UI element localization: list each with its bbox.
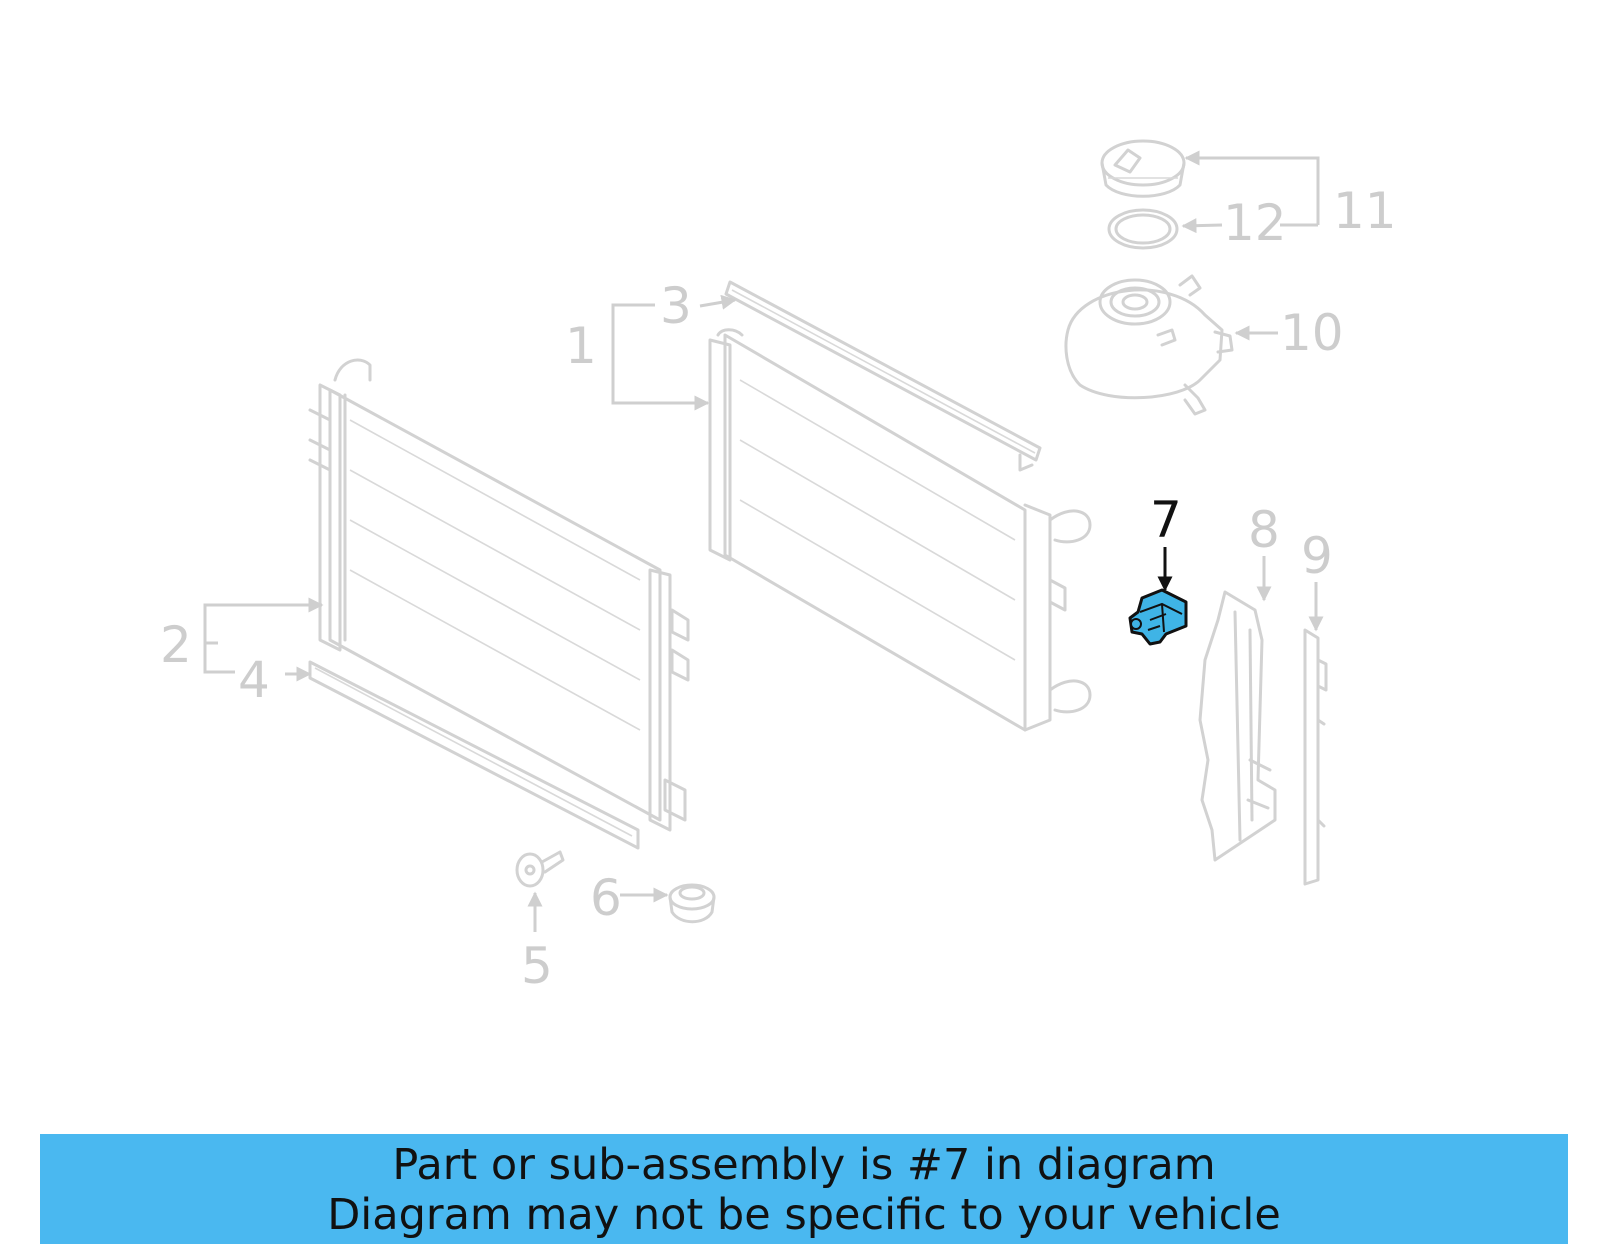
callout-9: 9 bbox=[1301, 527, 1333, 585]
callout-10: 10 bbox=[1280, 304, 1344, 362]
info-banner: Part or sub-assembly is #7 in diagram Di… bbox=[40, 1134, 1568, 1244]
leader-lines bbox=[203, 150, 1324, 932]
callout-12: 12 bbox=[1223, 194, 1287, 252]
seal-strip-part-3 bbox=[724, 280, 1042, 472]
callout-7: 7 bbox=[1150, 491, 1182, 549]
expansion-tank-part-10 bbox=[1064, 274, 1234, 416]
callout-3: 3 bbox=[660, 277, 692, 335]
callout-2: 2 bbox=[160, 616, 192, 674]
callout-11: 11 bbox=[1333, 182, 1397, 240]
grommet-part-6 bbox=[668, 883, 716, 924]
banner-line-2: Diagram may not be specific to your vehi… bbox=[327, 1190, 1281, 1240]
o-ring-part-12 bbox=[1107, 208, 1179, 250]
callout-4: 4 bbox=[238, 651, 270, 709]
callout-8: 8 bbox=[1248, 501, 1280, 559]
air-duct-part-8 bbox=[1198, 590, 1277, 862]
callout-1: 1 bbox=[565, 317, 597, 375]
side-panel-part-9 bbox=[1303, 628, 1328, 886]
radiator-part-2 bbox=[308, 358, 690, 832]
callout-6: 6 bbox=[590, 869, 622, 927]
highlighted-part-7 bbox=[1128, 588, 1188, 646]
seal-strip-part-4 bbox=[308, 660, 640, 850]
bolt-part-5 bbox=[515, 850, 565, 888]
banner-line-1: Part or sub-assembly is #7 in diagram bbox=[392, 1140, 1216, 1190]
radiator-part-1 bbox=[708, 328, 1092, 732]
cap-part-11 bbox=[1100, 139, 1186, 198]
callout-5: 5 bbox=[521, 937, 553, 995]
